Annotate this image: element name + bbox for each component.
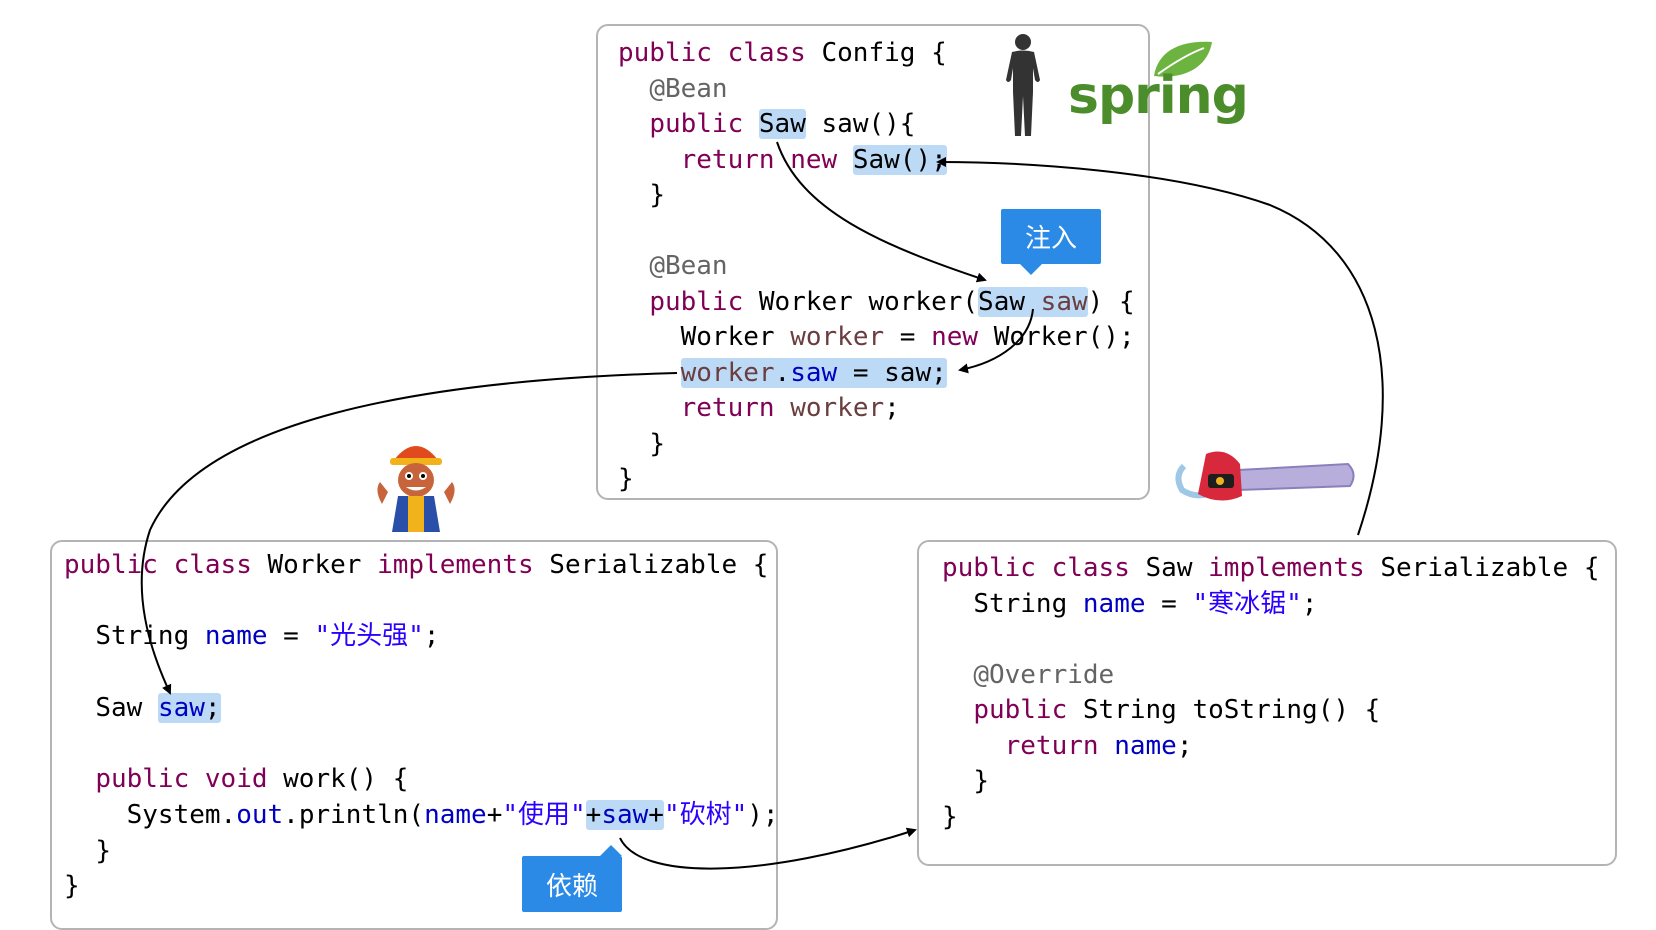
- saw-usage-highlight: +saw+: [585, 799, 664, 830]
- worker-class-panel: public class Worker implements Serializa…: [50, 540, 779, 930]
- override-annotation: @Override: [973, 659, 1115, 690]
- saw-field-highlight: saw;: [157, 692, 221, 723]
- config-class-declaration: public class Config {: [618, 38, 947, 68]
- println-line: System.out.println(name+"使用"+saw+"砍树");: [126, 799, 779, 830]
- bean-annotation: @Bean: [649, 73, 728, 104]
- work-method-signature: public void work() {: [95, 764, 409, 795]
- worker-name-field: String name = "光头强";: [95, 621, 440, 652]
- depend-callout: 依赖: [522, 845, 622, 912]
- bean-annotation: @Bean: [649, 251, 728, 281]
- worker-saw-field: Saw saw;: [95, 692, 221, 723]
- saw-class-code: public class Saw implements Serializable…: [942, 553, 1600, 832]
- spring-leaf-icon: [1154, 41, 1212, 77]
- return-name-line: return name;: [1004, 730, 1193, 761]
- saw-class-declaration: public class Saw implements Serializable…: [942, 553, 1600, 583]
- config-class-code: public class Config { @Bean public Saw s…: [618, 38, 1135, 494]
- return-worker-line: return worker;: [680, 393, 900, 423]
- lumberjack-worker-icon: [377, 446, 455, 532]
- new-saw-highlight: Saw();: [852, 144, 947, 175]
- saw-return-type-highlight: Saw: [758, 109, 806, 139]
- worker-class-declaration: public class Worker implements Serializa…: [64, 550, 769, 580]
- inject-callout: 注入: [1001, 209, 1101, 275]
- worker-bean-method: public Worker worker(Saw saw) {: [649, 286, 1135, 317]
- spring-logo: spring: [1068, 38, 1249, 128]
- new-worker-line: Worker worker = new Worker();: [680, 322, 1135, 352]
- saw-name-field: String name = "寒冰锯";: [973, 588, 1318, 619]
- return-new-saw-line: return new Saw();: [680, 144, 947, 175]
- worker-class-code: public class Worker implements Serializa…: [64, 550, 779, 902]
- saw-parameter-highlight: Saw saw: [978, 286, 1088, 317]
- saw-class-panel: public class Saw implements Serializable…: [917, 540, 1617, 866]
- saw-assignment-highlight: worker.saw = saw;: [680, 357, 947, 388]
- man-silhouette-icon: [1006, 34, 1040, 136]
- spring-logo-text: spring: [1068, 66, 1249, 126]
- saw-bean-method: public Saw saw(){: [649, 109, 916, 139]
- tostring-method-signature: public String toString() {: [973, 695, 1381, 725]
- chainsaw-icon: [1175, 451, 1355, 501]
